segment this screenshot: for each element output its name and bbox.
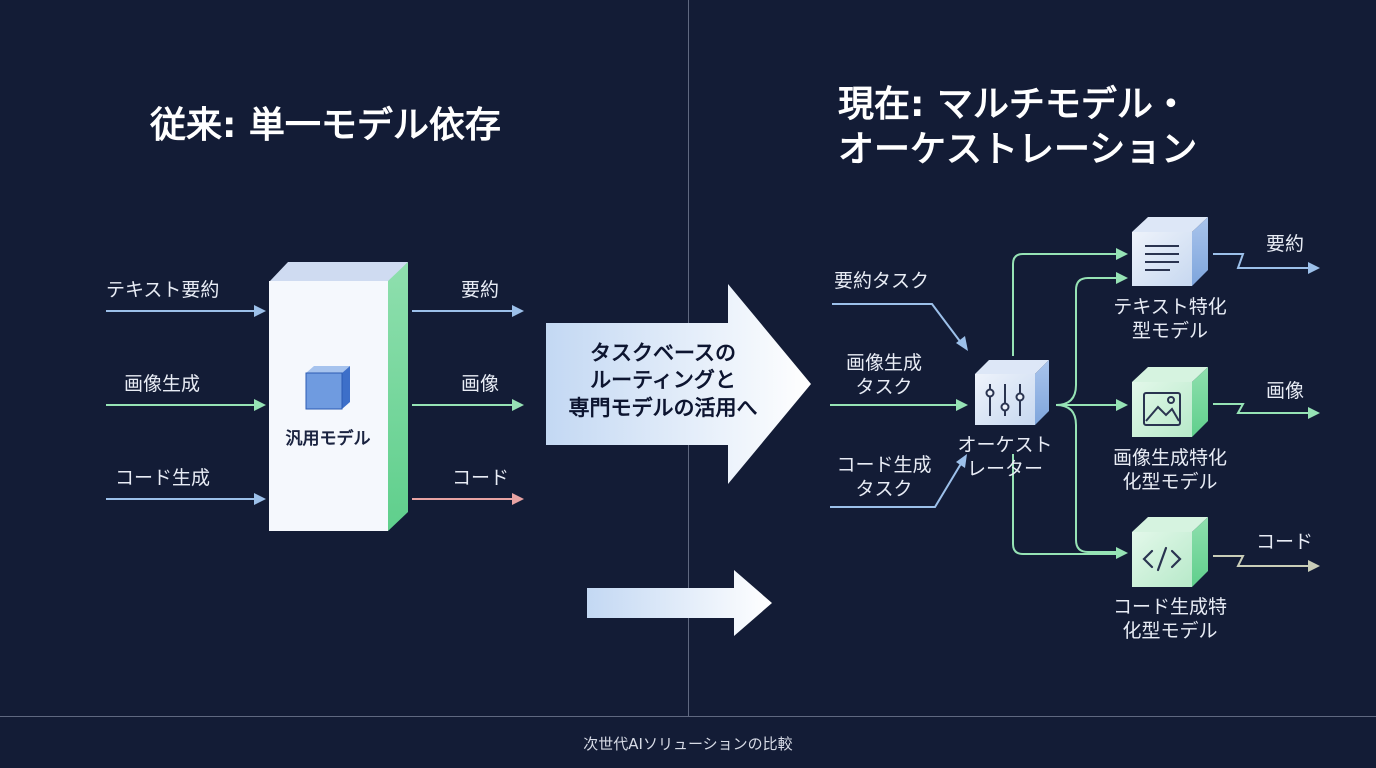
image-model-label-line-1: 画像生成特化 — [1112, 447, 1227, 469]
horizontal-divider — [0, 716, 1376, 717]
left-input-label-code: コード生成 — [115, 467, 211, 489]
text-model-label: テキスト特化 型モデル — [1100, 296, 1240, 344]
left-input-arrow-text — [106, 305, 266, 317]
right-input-label-code: コード生成 タスク — [832, 454, 936, 502]
transition-arrow — [546, 284, 811, 484]
right-output-arrow-image — [1213, 403, 1320, 419]
general-model-label: 汎用モデル — [285, 429, 371, 449]
footer-caption: 次世代AIソリューションの比較 — [583, 735, 793, 753]
code-model-label-line-1: コード生成特 — [1112, 596, 1227, 618]
image-model-label: 画像生成特化 化型モデル — [1100, 447, 1240, 495]
code-model-label: コード生成特 化型モデル — [1100, 596, 1240, 644]
code-icon — [1142, 546, 1182, 572]
left-input-arrow-code — [106, 493, 266, 505]
document-icon — [1145, 245, 1179, 271]
right-input-arrow-image — [830, 399, 968, 411]
small-arrow — [587, 570, 772, 636]
right-input-code-line-1: コード生成 — [836, 454, 932, 476]
orchestrator-label-line-2: レーター — [966, 457, 1043, 480]
right-input-summary-line-1: 要約タスク — [834, 270, 930, 292]
image-icon — [1143, 392, 1181, 426]
right-title: 現在: マルチモデル・ オーケストレーション — [838, 82, 1197, 172]
left-input-arrow-image — [106, 399, 266, 411]
left-input-label-image: 画像生成 — [124, 373, 201, 395]
left-output-label-summary: 要約 — [461, 279, 500, 301]
cube-icon — [305, 366, 350, 410]
left-output-arrow-code — [412, 493, 524, 505]
code-model-label-line-2: 化型モデル — [1122, 619, 1218, 642]
left-output-arrow-image — [412, 399, 524, 411]
right-input-image-line-1: 画像生成 — [845, 352, 922, 374]
routing-connectors — [1012, 253, 1118, 555]
right-input-arrow-code — [830, 454, 967, 508]
right-output-arrow-code — [1213, 555, 1320, 572]
image-model-label-line-2: 化型モデル — [1122, 470, 1218, 493]
left-input-label-text: テキスト要約 — [106, 279, 220, 301]
orchestrator-label-line-1: オーケスト — [957, 434, 1053, 456]
right-input-label-summary: 要約タスク — [834, 270, 929, 294]
transition-text-line-2: ルーティングと — [590, 368, 736, 393]
routing-arrowheads — [1116, 248, 1128, 559]
transition-text-line-1: タスクベースの — [590, 341, 736, 365]
orchestrator-label: オーケスト レーター — [952, 434, 1058, 482]
transition-arrow-text: タスクベースの ルーティングと 専門モデルの活用へ — [548, 340, 778, 422]
right-output-label-image: 画像 — [1266, 380, 1305, 402]
right-input-code-line-2: タスク — [855, 477, 913, 500]
left-title: 従来: 単一モデル依存 — [150, 105, 501, 146]
right-input-image-line-2: タスク — [855, 375, 913, 398]
right-input-label-image: 画像生成 タスク — [836, 352, 932, 400]
right-output-arrow-summary — [1213, 253, 1320, 274]
image-model-box — [1132, 367, 1208, 437]
transition-text-line-3: 専門モデルの活用へ — [568, 395, 758, 420]
right-title-line-2: オーケストレーション — [838, 129, 1198, 170]
text-model-label-line-2: 型モデル — [1131, 319, 1208, 342]
right-output-label-summary: 要約 — [1266, 233, 1305, 255]
right-input-arrow-summary — [832, 303, 968, 351]
text-model-label-line-1: テキスト特化 — [1113, 296, 1227, 318]
code-model-box — [1132, 517, 1208, 587]
left-output-label-image: 画像 — [461, 373, 500, 395]
sliders-icon — [985, 384, 1025, 416]
left-output-arrow-summary — [412, 305, 524, 317]
right-output-label-code: コード — [1256, 531, 1314, 553]
text-model-box — [1132, 217, 1208, 286]
right-title-line-1: 現在: マルチモデル・ — [838, 84, 1189, 125]
left-output-label-code: コード — [452, 467, 510, 489]
